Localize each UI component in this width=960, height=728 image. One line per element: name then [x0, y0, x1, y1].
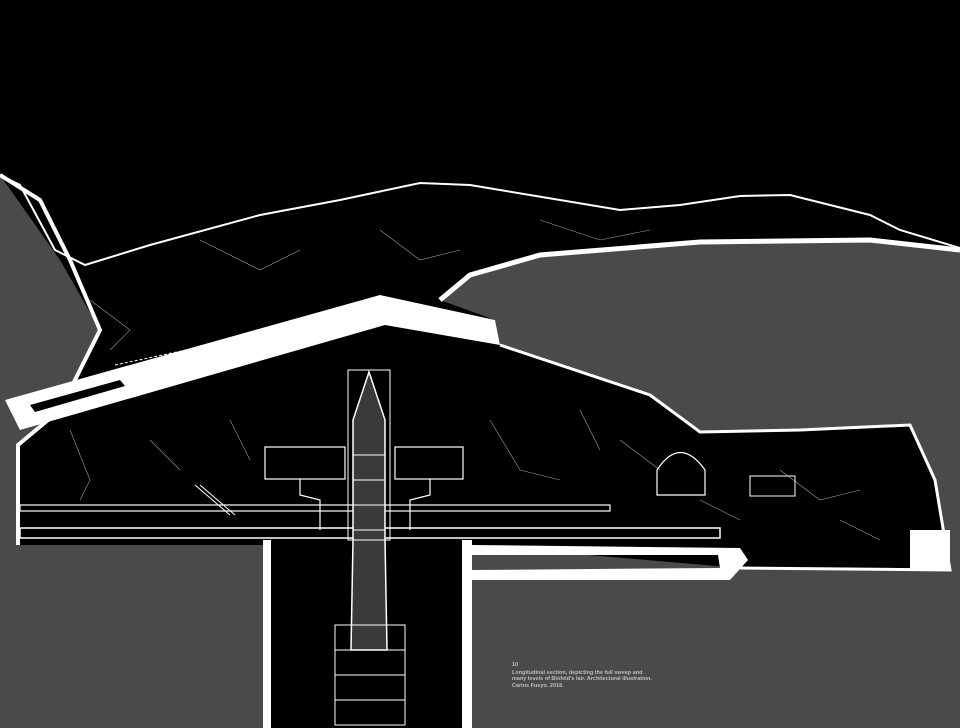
far-mountain-edge [438, 237, 960, 302]
rocket-bands [353, 454, 385, 531]
shaft-wall-right [462, 540, 472, 728]
left-cliff-edge [0, 173, 103, 545]
stairs [194, 484, 236, 516]
main-floor-slab [19, 504, 611, 512]
roof-opening [30, 380, 125, 412]
ridge-line [0, 174, 960, 267]
skylight-strip [114, 324, 306, 366]
caption-text: Longitudinal section, depicting the full… [512, 669, 652, 689]
figure-caption: 10 Longitudinal section, depicting the f… [512, 662, 652, 689]
shaft-wall-left [263, 540, 271, 728]
dome [656, 452, 706, 496]
rocket [350, 369, 388, 651]
rock-texture [69, 219, 881, 541]
roof-slab [5, 295, 500, 430]
right-wall [910, 530, 950, 570]
figure-number: 10 [512, 662, 519, 668]
control-pods [264, 446, 464, 530]
lower-wing [472, 545, 748, 580]
launch-gantry [334, 369, 406, 726]
storage-blocks [749, 475, 796, 497]
